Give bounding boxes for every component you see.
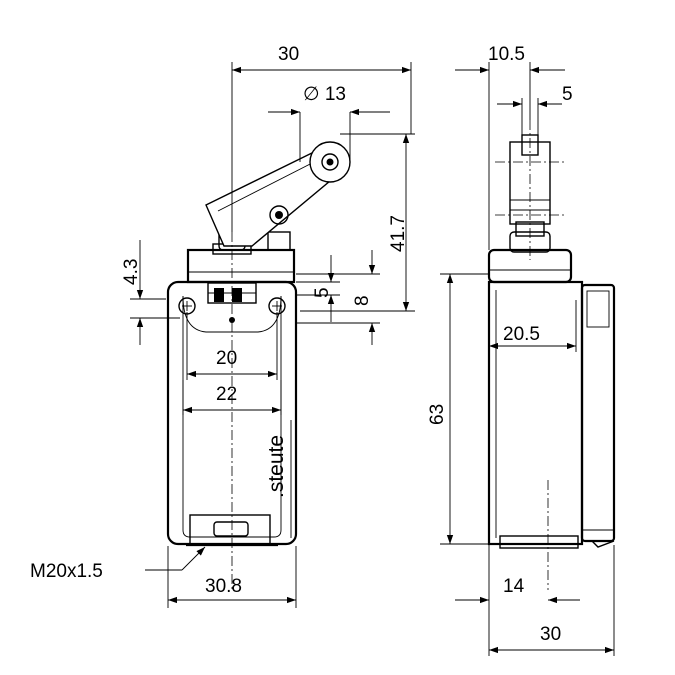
side-dim-20-5: 20.5 (489, 300, 577, 352)
front-dim-diameter-label: ∅ 13 (303, 84, 346, 105)
front-dim-20-label: 20 (216, 348, 237, 369)
front-dim-30-8: 30.8 (167, 546, 297, 608)
front-screw-right (268, 297, 286, 315)
front-dim-5: 5 (296, 255, 340, 322)
front-dim-8-label: 8 (352, 295, 373, 306)
side-dim-14: 14 (455, 544, 580, 656)
side-dim-63-label: 63 (427, 404, 448, 425)
front-view: .steute 30 ∅ 13 41.7 (30, 44, 415, 608)
front-actuator (205, 141, 351, 255)
front-dim-20: 20 (186, 312, 278, 380)
side-dim-5: 5 (497, 84, 573, 135)
front-head (186, 248, 296, 304)
front-dim-5-label: 5 (312, 287, 333, 298)
side-dim-63: 63 (427, 273, 500, 545)
thread-label: M20x1.5 (30, 561, 103, 582)
front-center-pin (229, 317, 235, 323)
front-dim-30-8-label: 30.8 (205, 576, 242, 597)
front-dim-8: 8 (296, 250, 380, 345)
front-dim-4-3-label: 4.3 (121, 259, 142, 285)
side-housing (487, 280, 616, 549)
side-dim-5-label: 5 (562, 84, 573, 105)
side-dim-30-label: 30 (540, 624, 561, 645)
front-dim-41-7-label: 41.7 (388, 215, 409, 252)
side-dim-30: 30 (489, 545, 615, 656)
side-dim-20-5-label: 20.5 (503, 324, 540, 345)
side-view: 10.5 5 63 20.5 14 (427, 44, 616, 656)
front-dim-30: 30 (231, 44, 412, 232)
front-screw-left (178, 297, 196, 315)
front-dim-22-label: 22 (216, 384, 237, 405)
front-dim-30-label: 30 (278, 44, 299, 65)
side-dim-10-5: 10.5 (455, 44, 565, 250)
front-dim-41-7: 41.7 (300, 133, 415, 312)
front-thread-callout: M20x1.5 (30, 546, 206, 582)
front-dim-4-3: 4.3 (121, 240, 180, 345)
side-dim-14-label: 14 (503, 576, 525, 597)
front-dim-diameter: ∅ 13 (268, 84, 390, 162)
side-dim-10-5-label: 10.5 (488, 44, 525, 65)
brand-logo-text: .steute (265, 435, 288, 498)
front-dim-22: 22 (182, 380, 282, 415)
